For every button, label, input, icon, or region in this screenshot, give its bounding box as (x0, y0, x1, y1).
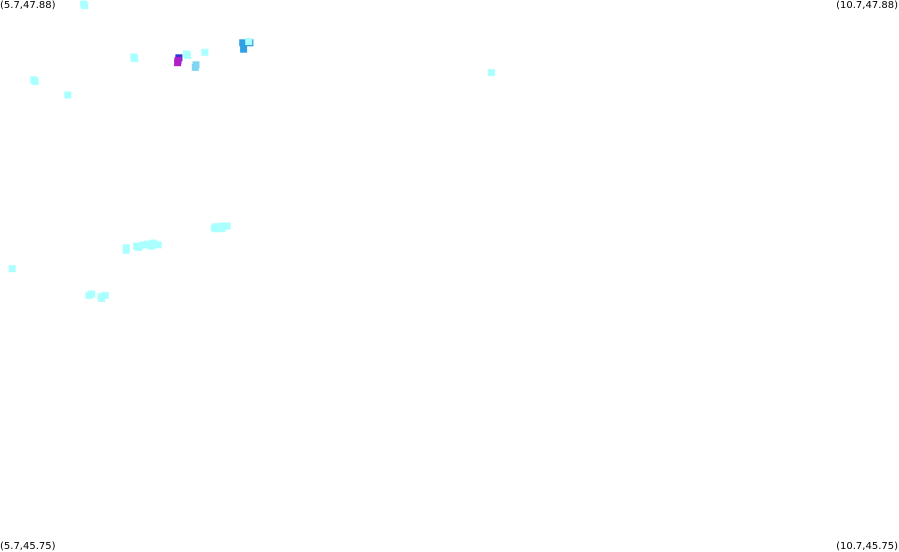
map-point[interactable] (191, 63, 199, 71)
map-point[interactable] (487, 69, 495, 77)
map-point[interactable] (101, 291, 109, 299)
map-point[interactable] (154, 241, 162, 249)
corner-label-top-right: (10.7,47.88) (836, 0, 898, 11)
map-point[interactable] (212, 223, 220, 231)
points-layer (8, 0, 495, 302)
corner-label-top-left: (5.7,47.88) (0, 0, 56, 11)
map-point[interactable] (143, 240, 151, 248)
map-point[interactable] (134, 244, 142, 251)
map-point[interactable] (147, 242, 155, 250)
map-point[interactable] (245, 38, 253, 45)
map-point[interactable] (140, 241, 148, 249)
corner-label-bottom-left: (5.7,45.75) (0, 541, 56, 552)
map-point[interactable] (201, 48, 209, 56)
map-point[interactable] (131, 55, 139, 63)
map-point[interactable] (184, 52, 191, 59)
map-point[interactable] (98, 295, 106, 302)
map-point[interactable] (8, 265, 16, 273)
map-point[interactable] (174, 59, 182, 67)
map-point[interactable] (240, 45, 248, 53)
corner-label-bottom-right: (10.7,45.75) (836, 541, 898, 552)
map-point[interactable] (81, 2, 89, 10)
map-point[interactable] (239, 39, 247, 47)
map-point[interactable] (122, 246, 130, 254)
map-point[interactable] (223, 222, 231, 230)
map-point[interactable] (31, 77, 39, 85)
map-point[interactable] (88, 290, 96, 298)
map-point[interactable] (218, 225, 226, 233)
map-point[interactable] (64, 91, 72, 99)
